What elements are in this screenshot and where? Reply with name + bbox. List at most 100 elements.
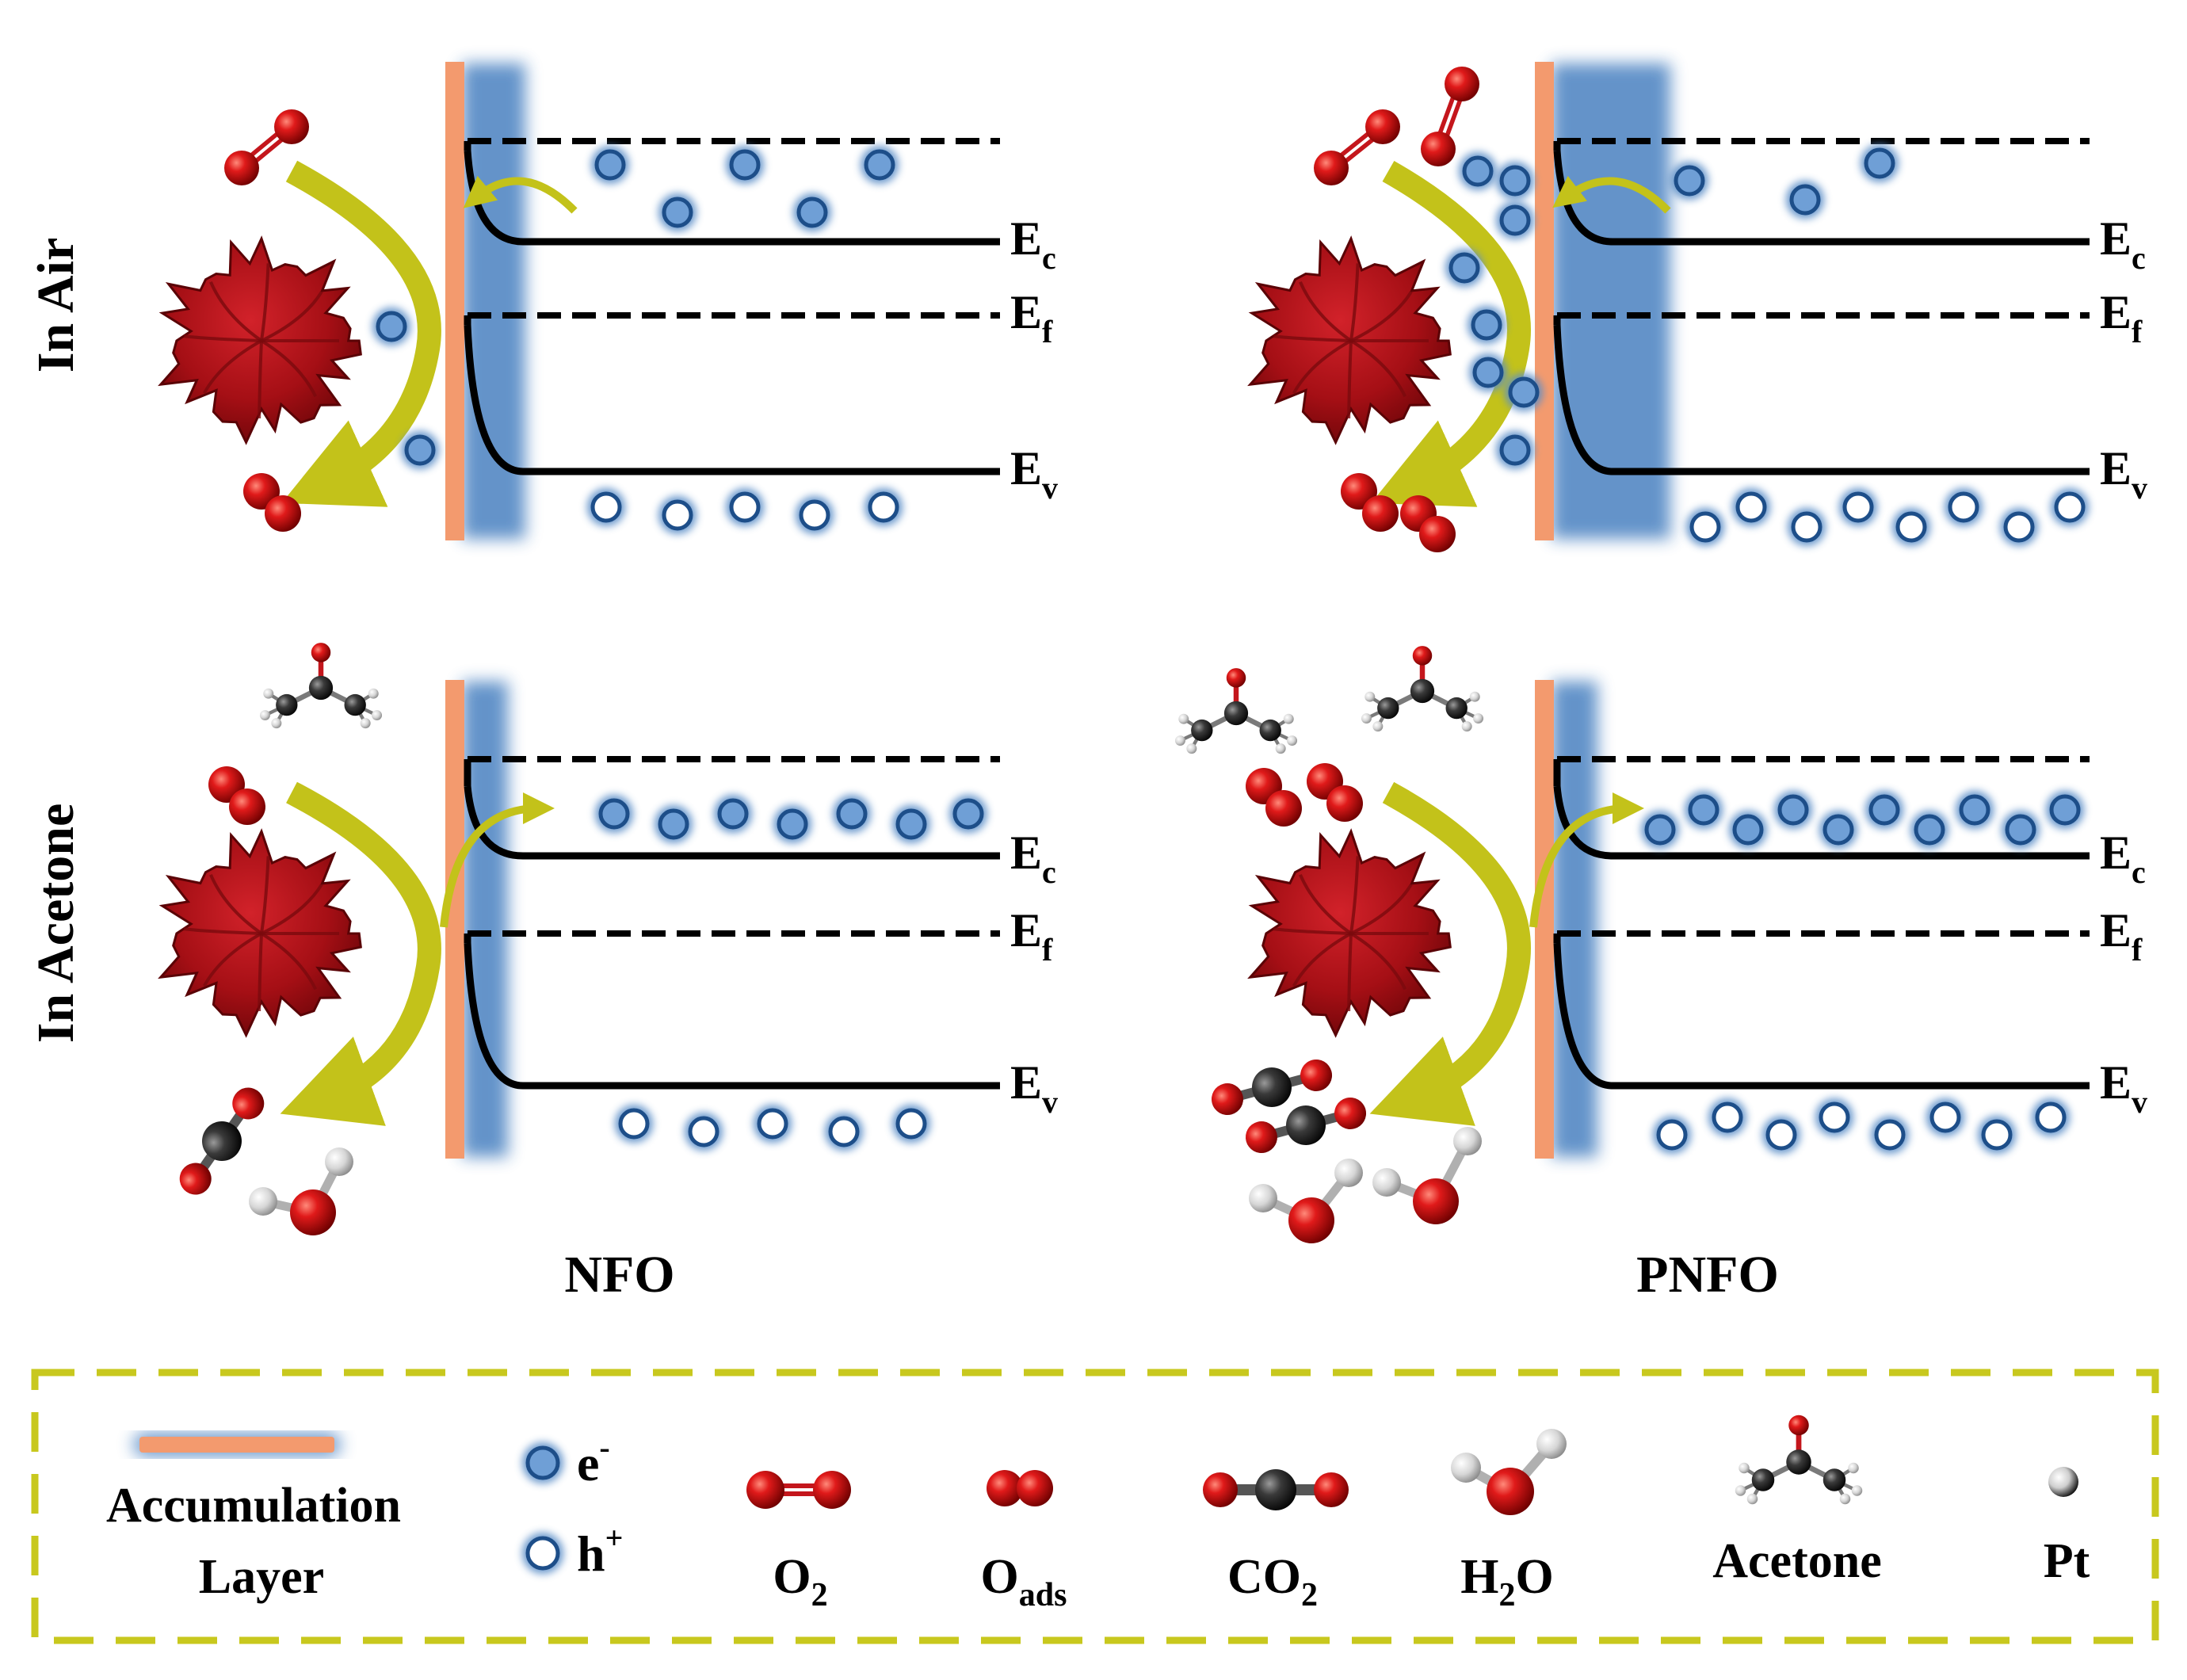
legend-accumulation-label-line1: Accumulation [106, 1479, 401, 1533]
legend-pt: Pt [2044, 1467, 2090, 1588]
valence-band-line [1553, 324, 2090, 475]
acetone-molecule-icon [1361, 646, 1484, 732]
electron-particle [1468, 306, 1506, 344]
hole-particle [1978, 1116, 2016, 1154]
electron-particle [1496, 431, 1534, 469]
electron-particle [1774, 791, 1812, 829]
band-label-ev: Ev [1010, 442, 1058, 506]
svg-text:h+: h+ [577, 1520, 623, 1582]
legend-accumulation-label-line2: Layer [199, 1550, 324, 1604]
conduction-band-line [1553, 150, 2090, 246]
conduction-band-line [1553, 785, 2090, 860]
legend-o2-label: O [773, 1550, 811, 1604]
band-label-ec: Ec [2100, 212, 2146, 276]
hole-particle [1926, 1098, 1964, 1136]
electron-particle [1496, 201, 1534, 239]
electron-particle [595, 795, 633, 833]
conduction-band-line [464, 150, 1000, 246]
row-label-in-acetone: In Acetone [27, 804, 85, 1043]
electron-particle [1459, 152, 1497, 190]
legend-oads-sub: ads [1019, 1577, 1067, 1613]
legend-h2o-sub: 2 [1499, 1577, 1516, 1613]
hole-particle [892, 1105, 930, 1143]
legend-co2-label: CO [1227, 1550, 1301, 1604]
electron-particle [1956, 791, 1994, 829]
hole-particle [754, 1105, 792, 1143]
legend-oads: Oads [981, 1470, 1067, 1613]
legend-o2: O2 [746, 1471, 851, 1613]
svg-text:H2O: H2O [1460, 1550, 1553, 1613]
legend-acetone-label: Acetone [1712, 1534, 1881, 1588]
flower-icon [158, 235, 362, 445]
hole-particle [726, 488, 764, 526]
reaction-arrow [281, 160, 441, 507]
legend-electron-sup: - [599, 1430, 609, 1465]
hole-particle [796, 496, 834, 534]
hole-particle [825, 1113, 863, 1151]
acetone-molecule-icon [259, 643, 383, 729]
electron-particle [401, 431, 439, 469]
flower-icon [1247, 235, 1452, 445]
electron-particle [1445, 249, 1483, 287]
h2o-molecule-icon [1249, 1159, 1363, 1243]
legend: Accumulation Layer e- h+ O2 [31, 1369, 2159, 1644]
oads-molecule-icon [1246, 768, 1302, 827]
hole-particle [1732, 488, 1770, 526]
electron-particle [658, 193, 697, 231]
svg-text:CO2: CO2 [1227, 1550, 1318, 1613]
band-label-ec: Ec [1010, 212, 1056, 276]
o2-molecule-icon [1421, 67, 1479, 166]
legend-electron: e- [522, 1430, 610, 1491]
band-label-ef: Ef [2100, 904, 2143, 968]
valence-band-line [1553, 942, 2090, 1090]
row-label-in-air: In Air [27, 238, 85, 373]
legend-h2o-tail: O [1516, 1550, 1554, 1604]
hole-particle [2051, 488, 2089, 526]
electron-particle [1819, 811, 1857, 849]
legend-hole-sup: + [605, 1520, 624, 1556]
electron-particle [892, 805, 930, 843]
band-bending-region [1552, 63, 1670, 539]
h2o-molecule-icon [1451, 1429, 1567, 1515]
oads-molecule-icon [987, 1470, 1053, 1506]
electron-particle [861, 146, 899, 184]
electron-particle [714, 795, 752, 833]
band-label-ef: Ef [2100, 286, 2143, 349]
hole-particle [1762, 1116, 1800, 1154]
acetone-molecule-icon [1735, 1415, 1863, 1505]
electron-particle [1685, 791, 1723, 829]
o2-molecule-icon [746, 1471, 851, 1509]
hole-particle [1871, 1116, 1909, 1154]
co2-molecule-icon [1203, 1469, 1349, 1510]
hole-particle [1945, 488, 1983, 526]
legend-h2o: H2O [1451, 1429, 1567, 1613]
column-label-pnfo: PNFO [1636, 1246, 1779, 1304]
svg-text:O2: O2 [773, 1550, 827, 1613]
electron-particle [1729, 811, 1767, 849]
electron-particle [1469, 353, 1507, 391]
electron-particle [1670, 162, 1708, 200]
legend-oads-label: O [981, 1550, 1019, 1604]
band-label-ev: Ev [2100, 1056, 2147, 1120]
hole-particle [658, 496, 697, 534]
oads-molecule-icon [1307, 763, 1363, 822]
legend-pt-label: Pt [2044, 1534, 2090, 1588]
electron-particle [655, 805, 693, 843]
electron-particle [1910, 811, 1948, 849]
reaction-arrow [1369, 781, 1531, 1126]
reaction-arrow [1371, 160, 1531, 507]
hole-particle [615, 1105, 653, 1143]
acetone-molecule-icon [1174, 668, 1298, 754]
electron-particle [726, 146, 764, 184]
h2o-molecule-icon [249, 1147, 353, 1235]
band-bending-region [462, 682, 508, 1157]
accumulation-layer [445, 62, 464, 540]
legend-hole: h+ [522, 1520, 623, 1582]
legend-electron-label: e [577, 1435, 599, 1491]
column-label-nfo: NFO [564, 1246, 674, 1304]
